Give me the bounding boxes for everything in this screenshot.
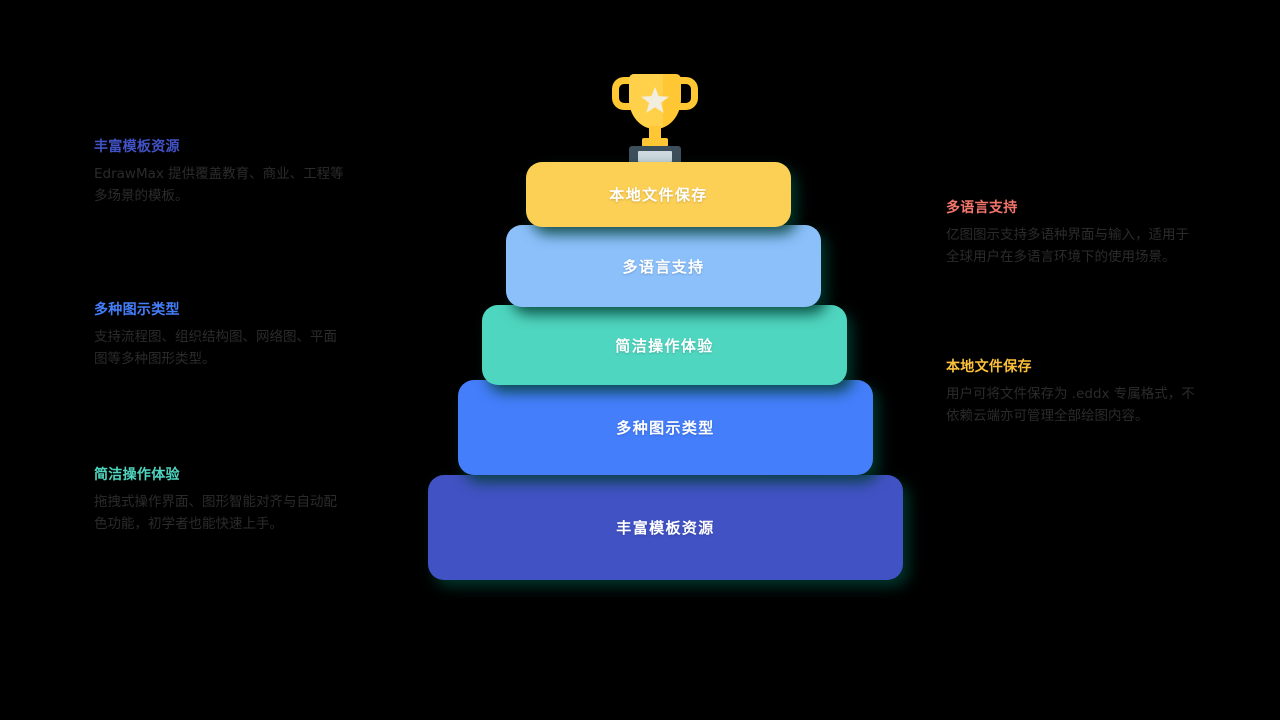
trophy-handle-left-icon — [612, 77, 634, 110]
trophy-collar — [642, 138, 668, 147]
pyramid-layer-5[interactable]: 丰富模板资源 — [428, 475, 903, 580]
annotation-description: 拖拽式操作界面、图形智能对齐与自动配色功能，初学者也能快速上手。 — [94, 493, 337, 532]
annotation-right-2: 本地文件保存 用户可将文件保存为 .eddx 专属格式，不依赖云端亦可管理全部绘… — [946, 358, 1196, 428]
pyramid-layer-label: 简洁操作体验 — [615, 337, 714, 355]
annotation-left-1: 丰富模板资源 EdrawMax 提供覆盖教育、商业、工程等多场景的模板。 — [94, 138, 344, 208]
annotation-title: 多种图示类型 — [94, 301, 180, 317]
pyramid-layer-label: 多语言支持 — [622, 258, 705, 276]
trophy-stem — [649, 126, 661, 140]
annotation-left-3: 简洁操作体验 拖拽式操作界面、图形智能对齐与自动配色功能，初学者也能快速上手。 — [94, 466, 344, 536]
annotation-left-2: 多种图示类型 支持流程图、组织结构图、网络图、平面图等多种图形类型。 — [94, 301, 344, 371]
annotation-right-1: 多语言支持 亿图图示支持多语种界面与输入，适用于全球用户在多语言环境下的使用场景… — [946, 199, 1196, 269]
trophy-nameplate — [638, 151, 672, 162]
annotation-title: 丰富模板资源 — [94, 138, 180, 154]
annotation-title: 多语言支持 — [946, 199, 1018, 215]
annotation-description: EdrawMax 提供覆盖教育、商业、工程等多场景的模板。 — [94, 165, 344, 204]
annotation-description: 亿图图示支持多语种界面与输入，适用于全球用户在多语言环境下的使用场景。 — [946, 226, 1189, 265]
pyramid-layer-2[interactable]: 多语言支持 — [506, 225, 821, 307]
annotation-title: 本地文件保存 — [946, 358, 1032, 374]
annotation-description: 用户可将文件保存为 .eddx 专属格式，不依赖云端亦可管理全部绘图内容。 — [946, 385, 1195, 424]
trophy-cup-icon — [629, 74, 681, 129]
pyramid-layer-1[interactable]: 本地文件保存 — [526, 162, 791, 227]
pyramid-layer-label: 多种图示类型 — [616, 420, 715, 437]
annotation-title: 简洁操作体验 — [94, 466, 180, 482]
pyramid-diagram: 丰富模板资源 多种图示类型 简洁操作体验 多语言支持 本地文件保存 — [410, 40, 930, 600]
pyramid-layer-3[interactable]: 简洁操作体验 — [482, 305, 847, 385]
pyramid-layer-label: 丰富模板资源 — [616, 520, 715, 537]
annotation-description: 支持流程图、组织结构图、网络图、平面图等多种图形类型。 — [94, 328, 337, 367]
pyramid-layer-label: 本地文件保存 — [609, 187, 708, 204]
pyramid-layer-4[interactable]: 多种图示类型 — [458, 380, 873, 475]
trophy-handle-right-icon — [676, 77, 698, 110]
trophy-icon — [600, 62, 710, 167]
